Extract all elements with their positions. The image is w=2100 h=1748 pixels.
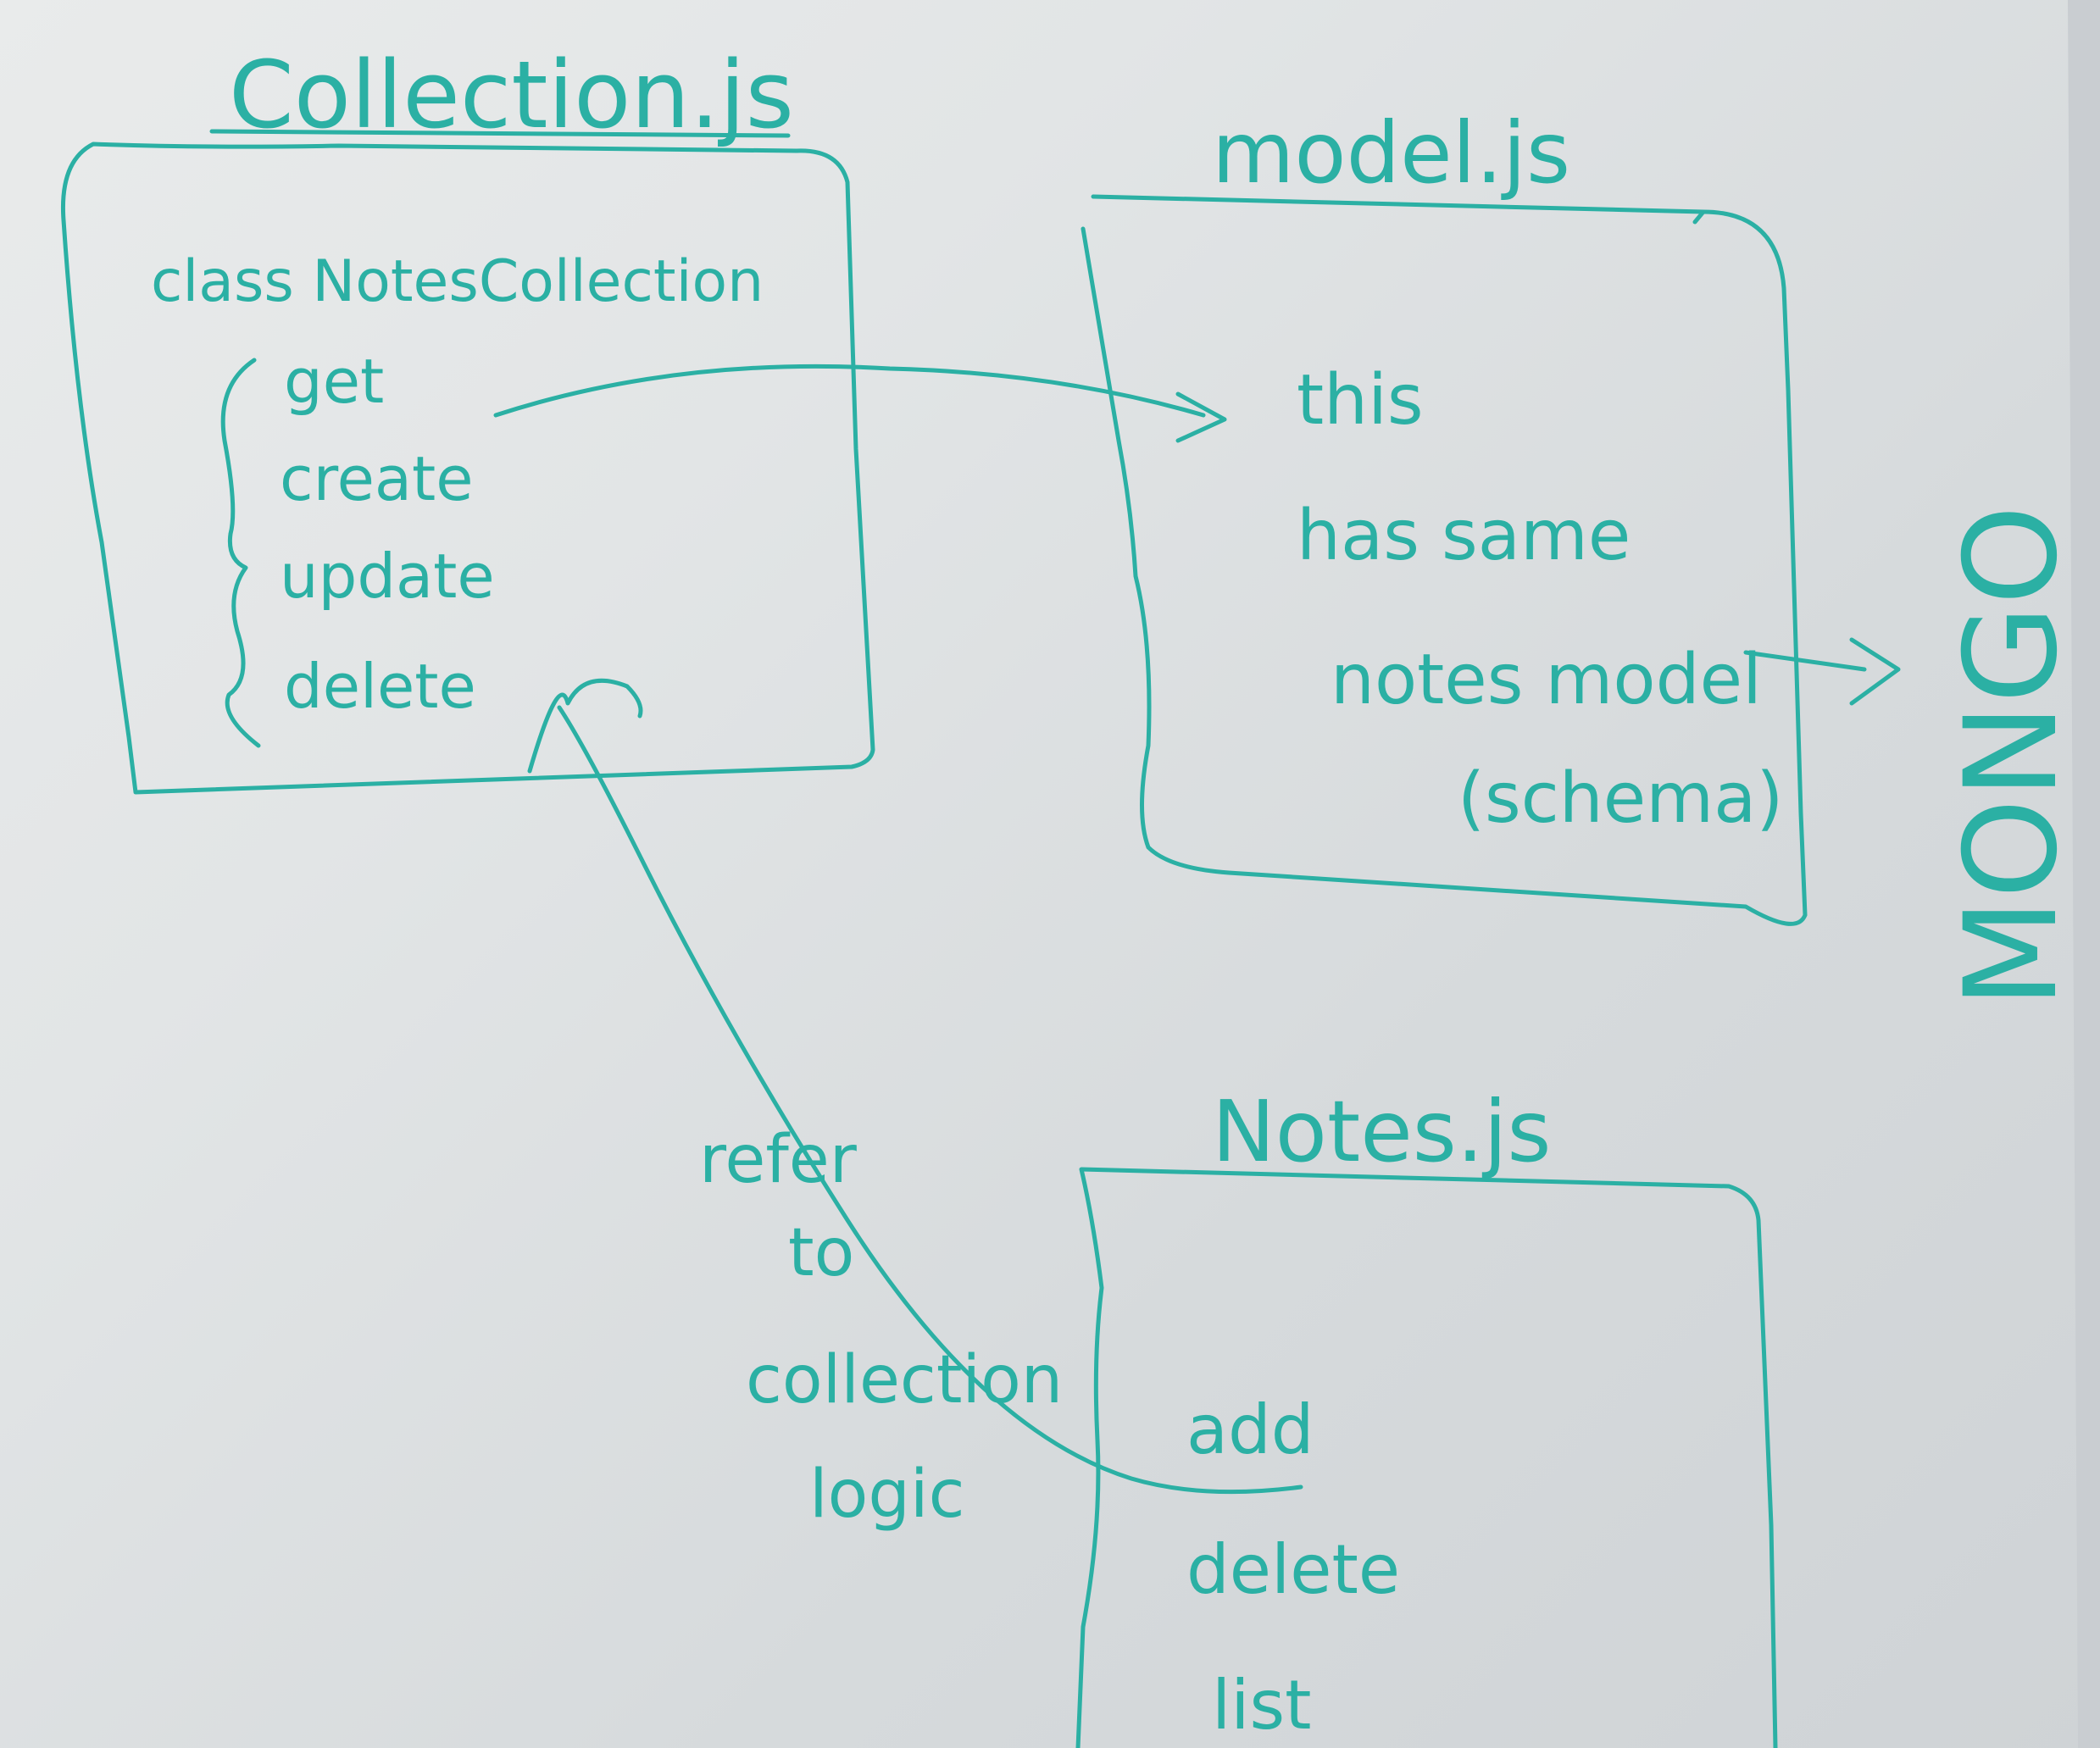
model-line-notes-model: notes model bbox=[1331, 640, 1762, 720]
annotation-line-refer: refer bbox=[699, 1122, 858, 1198]
annotation: refer to collection logic bbox=[699, 1122, 1063, 1533]
notes-method-list: list bbox=[1212, 1666, 1312, 1745]
mongo-label: MONGO bbox=[1938, 505, 2086, 1008]
collection-methods: get create update delete bbox=[280, 346, 495, 722]
collection-box-outline bbox=[60, 142, 875, 795]
annotation-line-logic: logic bbox=[809, 1457, 964, 1533]
model-box-outline bbox=[1081, 209, 1808, 926]
model-line-has-same: has same bbox=[1297, 496, 1631, 576]
collection-box: Collection.js class NotesCollection get … bbox=[60, 41, 875, 795]
connector-get-to-model bbox=[493, 363, 1206, 418]
connector-model-to-mongo bbox=[1743, 650, 1867, 672]
collection-method-get: get bbox=[284, 346, 384, 417]
collection-method-delete: delete bbox=[284, 651, 476, 722]
collection-method-create: create bbox=[280, 443, 474, 514]
connector-notes-to-collection-arrowhead bbox=[527, 678, 643, 774]
collection-method-update: update bbox=[280, 541, 495, 612]
notes-title: Notes.js bbox=[1212, 1082, 1552, 1181]
notes-box: Notes.js add delete list bbox=[1075, 1082, 1778, 1748]
connector-model-to-mongo-arrowhead bbox=[1849, 637, 1901, 706]
notes-method-delete: delete bbox=[1186, 1530, 1400, 1609]
collection-class-label: class NotesCollection bbox=[151, 248, 764, 315]
model-title: model.js bbox=[1212, 103, 1570, 203]
notes-box-outline bbox=[1075, 1167, 1778, 1748]
connector-notes-to-collection bbox=[557, 705, 1303, 1495]
notes-methods: add delete list bbox=[1186, 1390, 1400, 1745]
model-line-this: this bbox=[1297, 360, 1424, 441]
model-lines: this has same notes model (schema) bbox=[1297, 360, 1783, 839]
collection-brace bbox=[220, 358, 261, 748]
notes-method-add: add bbox=[1186, 1390, 1314, 1469]
connector-get-to-model-arrowhead bbox=[1175, 391, 1227, 443]
model-box: model.js this has same notes model (sche… bbox=[1081, 103, 1808, 926]
annotation-line-collection: collection bbox=[746, 1342, 1063, 1418]
collection-title: Collection.js bbox=[229, 41, 794, 149]
whiteboard-frame-edge bbox=[2068, 0, 2100, 1748]
annotation-line-to: to bbox=[788, 1215, 854, 1291]
model-line-schema: (schema) bbox=[1458, 758, 1783, 839]
collection-title-underline bbox=[209, 129, 791, 138]
connectors bbox=[493, 363, 1901, 1495]
